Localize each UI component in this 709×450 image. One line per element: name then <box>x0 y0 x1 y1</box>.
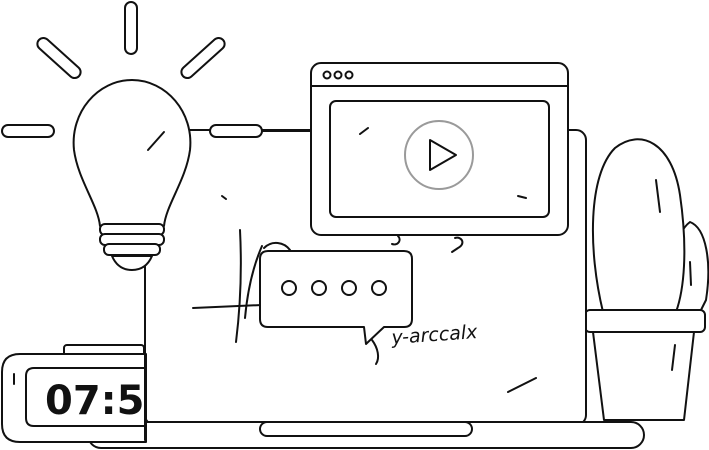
typing-dot <box>341 280 357 296</box>
cactus-large-lobe <box>591 138 686 313</box>
bubble-accent <box>263 242 291 251</box>
pot-highlight <box>671 344 676 371</box>
bulb-cap <box>111 255 153 271</box>
window-control-dot[interactable] <box>333 70 343 80</box>
clock-time: 07:5 <box>45 378 145 424</box>
window-control-dot[interactable] <box>344 70 354 80</box>
pot-body <box>592 331 695 421</box>
axis-line <box>192 304 263 309</box>
potted-cactus <box>584 138 709 421</box>
axis-line <box>235 229 242 343</box>
typing-dot <box>311 280 327 296</box>
chat-bubble-body <box>259 250 413 345</box>
screen-highlight <box>359 127 369 135</box>
typing-indicator <box>281 280 387 296</box>
bulb-highlight <box>147 131 165 151</box>
window-controls <box>322 70 354 80</box>
sketch-curve <box>244 245 263 319</box>
pot-rim <box>584 309 706 333</box>
ray-left <box>1 124 55 138</box>
ray-top <box>124 1 138 55</box>
typing-dot <box>371 280 387 296</box>
cactus-highlight <box>689 261 692 286</box>
sketch-mark <box>391 235 401 246</box>
light-bulb <box>1 1 313 271</box>
chat-bubble <box>259 242 413 345</box>
screen-highlight <box>517 195 527 199</box>
ray-upper-left <box>36 36 82 80</box>
typing-dot <box>281 280 297 296</box>
sketch-stroke <box>371 339 380 365</box>
digital-clock: 07:5 <box>1 344 147 443</box>
clock-display <box>25 367 147 427</box>
cactus-highlight <box>655 179 661 213</box>
ray-upper-right <box>180 36 226 80</box>
bulb-base-ring <box>103 243 161 256</box>
bulb-glass <box>72 79 192 227</box>
sketch-mark <box>221 195 227 200</box>
window-control-dot[interactable] <box>322 70 332 80</box>
sketch-mark <box>507 377 537 393</box>
video-window <box>310 62 569 236</box>
laptop-trackpad-notch <box>259 421 473 437</box>
play-icon <box>429 139 457 171</box>
ray-right <box>209 124 263 138</box>
sketch-mark <box>451 236 464 253</box>
